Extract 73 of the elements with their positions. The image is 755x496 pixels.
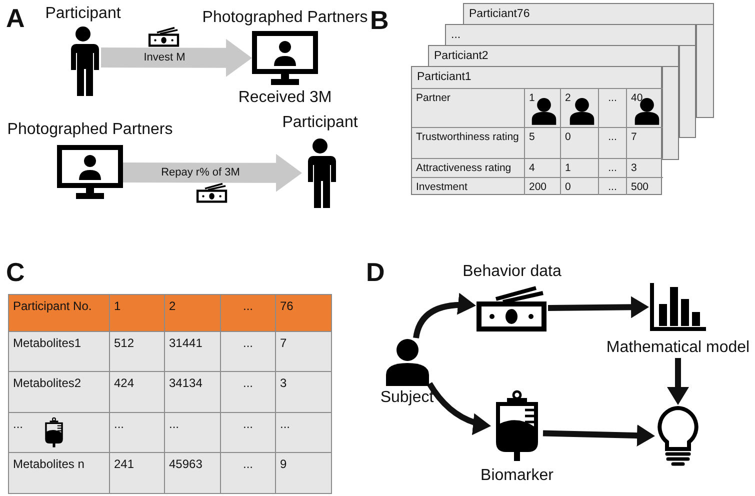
- row-header: Metabolites2: [13, 377, 82, 390]
- node-label: Photographed Partners: [7, 120, 173, 140]
- node-label: Photographed Partners: [202, 8, 368, 28]
- table-value: 34134: [169, 377, 202, 390]
- table-value: 500: [631, 181, 649, 194]
- row-header: Metabolites1: [13, 337, 82, 350]
- table-value: 1: [529, 92, 535, 105]
- table-value: 5: [529, 131, 535, 144]
- column-header: 76: [280, 300, 294, 313]
- node-label: Subject: [380, 388, 434, 408]
- row-header: Partner: [416, 92, 450, 105]
- table-value: ...: [242, 337, 254, 350]
- row-header: ...: [13, 418, 24, 431]
- panel-letter: C: [6, 258, 25, 286]
- card: [445, 24, 696, 46]
- table-value: ...: [242, 377, 254, 390]
- table-value: ...: [607, 131, 618, 144]
- row-header: Investment: [416, 181, 468, 194]
- table-value: 512: [114, 337, 134, 350]
- panel-letter: A: [6, 4, 25, 32]
- arrow: [667, 358, 689, 405]
- edge-label: Repay r% of 3M: [160, 166, 241, 180]
- table-value: 45963: [169, 458, 202, 471]
- table-value: ...: [607, 92, 618, 105]
- table-value: ...: [607, 181, 618, 194]
- table-value: 31441: [169, 337, 202, 350]
- node-label: Participant: [45, 4, 121, 24]
- arrow: [542, 424, 656, 447]
- table-value: 2: [565, 92, 571, 105]
- table-value: 0: [565, 181, 571, 194]
- card-title: Particiant2: [434, 50, 488, 62]
- arrow: [548, 296, 650, 318]
- table-value: 4: [529, 162, 535, 175]
- card-title: Particiant76: [469, 8, 530, 20]
- table-value: 3: [280, 377, 287, 390]
- node-label: Participant: [282, 113, 358, 133]
- row-header: Participant No.: [13, 300, 92, 313]
- table-value: 200: [529, 181, 547, 194]
- arrow: [100, 38, 252, 77]
- table-value: ...: [169, 418, 180, 431]
- row-header: Trustworthiness rating: [416, 131, 519, 144]
- card-title: ...: [451, 29, 461, 41]
- column-header: 2: [169, 300, 176, 313]
- table-value: ...: [242, 418, 254, 431]
- table-value: 3: [631, 162, 637, 175]
- table-value: 241: [114, 458, 134, 471]
- column-header: 1: [114, 300, 121, 313]
- arrow: [426, 382, 492, 434]
- node-label: Mathematical model: [606, 338, 750, 358]
- caption-text: Received 3M: [238, 88, 332, 108]
- table-value: 40: [631, 92, 643, 105]
- table-value: ...: [114, 418, 124, 431]
- panel-letter: B: [370, 6, 389, 34]
- table-value: 424: [114, 377, 134, 390]
- card: [463, 3, 714, 25]
- table-value: 9: [280, 458, 287, 471]
- table-value: ...: [242, 458, 254, 471]
- table-value: ...: [607, 162, 618, 175]
- node-label: Behavior data: [462, 262, 562, 282]
- row-header: Attractiveness rating: [416, 162, 512, 175]
- card: [411, 66, 662, 195]
- panel-letter: D: [366, 258, 385, 286]
- arrow: [122, 154, 302, 192]
- column-header: ...: [242, 300, 254, 313]
- table-value: 1: [565, 162, 571, 175]
- card: [428, 45, 679, 67]
- table-value: ...: [280, 418, 290, 431]
- table-value: 7: [631, 131, 637, 144]
- node-label: Biomarker: [480, 466, 554, 486]
- row-header: Metabolites n: [13, 458, 84, 471]
- table-value: 0: [565, 131, 571, 144]
- card-title: Particiant1: [417, 71, 472, 83]
- table-value: 7: [280, 337, 287, 350]
